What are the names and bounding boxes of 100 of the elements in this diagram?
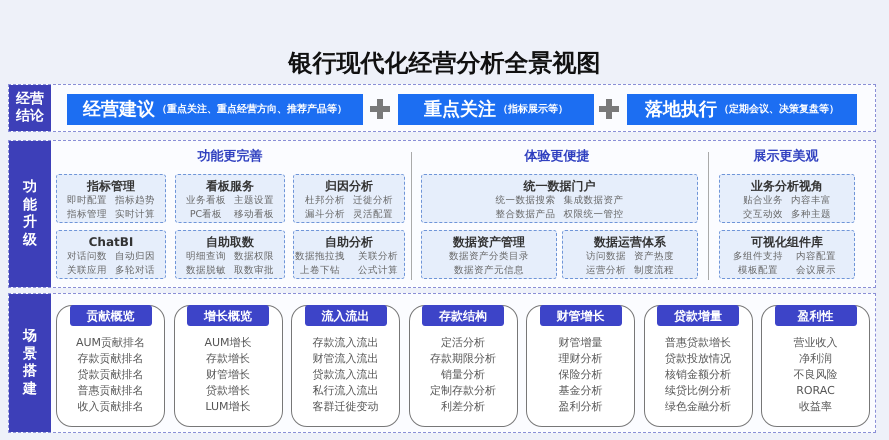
scenario-item: 财管增长 bbox=[206, 367, 250, 383]
scenario-tab: 财管增长 bbox=[540, 305, 622, 326]
card-item: 数据资产分类目录 bbox=[449, 250, 529, 264]
feature-card bbox=[421, 230, 557, 279]
feature-card bbox=[56, 230, 166, 279]
card-item: 内容配置 bbox=[795, 250, 837, 264]
card-item: 访问数据 bbox=[586, 250, 626, 264]
scenario-item: AUM贡献排名 bbox=[76, 335, 146, 351]
feature-card bbox=[175, 174, 285, 223]
scenario-item: 贷款投放情况 bbox=[665, 351, 731, 367]
card-item: 内容丰富 bbox=[791, 194, 831, 208]
card-item: 上卷下钻 bbox=[299, 264, 341, 278]
card-title: 归因分析 bbox=[325, 178, 373, 194]
scenario-item: 收益率 bbox=[799, 399, 832, 415]
card-item: 权限统一管控 bbox=[564, 208, 624, 222]
scenario-tab: 增长概览 bbox=[187, 305, 269, 326]
bar-title: 落地执行 bbox=[645, 98, 717, 122]
section-panel bbox=[8, 140, 876, 288]
card-item: 对话问数 bbox=[67, 250, 107, 264]
section-panel bbox=[8, 84, 876, 132]
scenario-tab: 存款结构 bbox=[422, 305, 504, 326]
card-item: 数据脱敏 bbox=[186, 264, 226, 278]
card-title: 数据运营体系 bbox=[594, 234, 666, 250]
scenario-tab: 流入流出 bbox=[304, 305, 386, 326]
scenario-item: 定活分析 bbox=[441, 335, 485, 351]
column-heading: 展示更美观 bbox=[752, 148, 820, 166]
card-item: 明细查询 bbox=[186, 250, 226, 264]
bar-note: （定期会议、决策复盘等） bbox=[719, 102, 839, 117]
card-item: 会议展示 bbox=[795, 264, 837, 278]
scenario-item: 绿色金融分析 bbox=[665, 399, 731, 415]
feature-card bbox=[719, 174, 855, 223]
card-item: 迁徙分析 bbox=[353, 194, 393, 208]
section-label: 功能升级 bbox=[23, 179, 37, 249]
feature-card bbox=[421, 174, 698, 223]
card-item: 整合数据产品 bbox=[496, 208, 556, 222]
card-item: 多组件支持 bbox=[733, 250, 783, 264]
card-item: 灵活配置 bbox=[353, 208, 393, 222]
card-item: 移动看板 bbox=[234, 208, 274, 222]
scenario-item: 普惠贡献排名 bbox=[77, 383, 144, 399]
bar-title: 重点关注 bbox=[424, 98, 496, 122]
conclusion-bar bbox=[627, 94, 857, 125]
scenario-item: 续贷比例分析 bbox=[665, 383, 731, 399]
scenario-tab: 贷款增量 bbox=[657, 305, 739, 326]
scenario-card bbox=[408, 305, 518, 427]
card-title: 看板服务 bbox=[206, 178, 254, 194]
card-item: 数据权限 bbox=[234, 250, 274, 264]
card-item: 多种主题 bbox=[791, 208, 831, 222]
scenario-item: 存款贡献排名 bbox=[77, 351, 144, 367]
card-item: 模板配置 bbox=[737, 264, 779, 278]
scenario-item: 私行流入流出 bbox=[312, 383, 378, 399]
scenario-card bbox=[644, 305, 752, 427]
card-item: 杜邦分析 bbox=[305, 194, 345, 208]
scenario-card bbox=[526, 305, 635, 427]
card-item: 漏斗分析 bbox=[305, 208, 345, 222]
scenario-item: 财管增量 bbox=[558, 335, 602, 351]
card-item: 主题设置 bbox=[234, 194, 274, 208]
card-item: 业务看板 bbox=[186, 194, 226, 208]
card-title: ChatBI bbox=[88, 234, 134, 250]
scenario-item: 利差分析 bbox=[441, 399, 485, 415]
card-item: 即时配置 bbox=[67, 194, 107, 208]
card-item: 实时计算 bbox=[115, 208, 155, 222]
scenario-item: LUM增长 bbox=[205, 399, 251, 415]
feature-card bbox=[562, 230, 698, 279]
diagram-title: 银行现代化经营分析全景视图 bbox=[286, 48, 602, 78]
scenario-item: RORAC bbox=[796, 383, 835, 399]
conclusion-bar bbox=[398, 94, 594, 125]
scenario-card bbox=[291, 305, 400, 427]
scenario-item: 核销金额分析 bbox=[665, 367, 731, 383]
conclusion-bar bbox=[67, 94, 363, 125]
feature-card bbox=[56, 174, 166, 223]
scenario-item: 保险分析 bbox=[558, 367, 602, 383]
card-title: 业务分析视角 bbox=[751, 178, 823, 194]
section-label: 经营结论 bbox=[16, 90, 44, 126]
scenario-item: 普惠贷款增长 bbox=[665, 335, 731, 351]
scenario-item: 贷款增长 bbox=[206, 383, 250, 399]
card-item: 数据拖拉拽 bbox=[295, 250, 345, 264]
card-item: 多轮对话 bbox=[115, 264, 155, 278]
scenario-item: 定制存款分析 bbox=[430, 383, 496, 399]
scenario-item: 存款增长 bbox=[206, 351, 250, 367]
scenario-item: 基金分析 bbox=[558, 383, 602, 399]
scenario-item: 财管流入流出 bbox=[312, 351, 378, 367]
bar-note: （重点关注、重点经营方向、推荐产品等） bbox=[157, 102, 347, 117]
card-item: 指标管理 bbox=[67, 208, 107, 222]
scenario-tab: 盈利性 bbox=[774, 305, 856, 326]
card-title: 可视化组件库 bbox=[751, 234, 823, 250]
card-item: 贴合业务 bbox=[743, 194, 783, 208]
scenario-item: 营业收入 bbox=[794, 335, 838, 351]
scenario-item: 销量分析 bbox=[441, 367, 485, 383]
scenario-item: 客群迁徙变动 bbox=[312, 399, 378, 415]
card-item: 统一数据搜索 bbox=[496, 194, 556, 208]
bar-title: 经营建议 bbox=[83, 98, 155, 122]
card-item: 资产热度 bbox=[634, 250, 674, 264]
card-item: 数据资产元信息 bbox=[453, 264, 525, 278]
card-item: 集成数据资产 bbox=[564, 194, 624, 208]
card-title: 数据资产管理 bbox=[453, 234, 525, 250]
scenario-item: 存款期限分析 bbox=[430, 351, 496, 367]
scenario-item: 盈利分析 bbox=[558, 399, 602, 415]
scenario-item: AUM增长 bbox=[204, 335, 252, 351]
scenario-item: 净利润 bbox=[799, 351, 832, 367]
scenario-card bbox=[56, 305, 165, 427]
